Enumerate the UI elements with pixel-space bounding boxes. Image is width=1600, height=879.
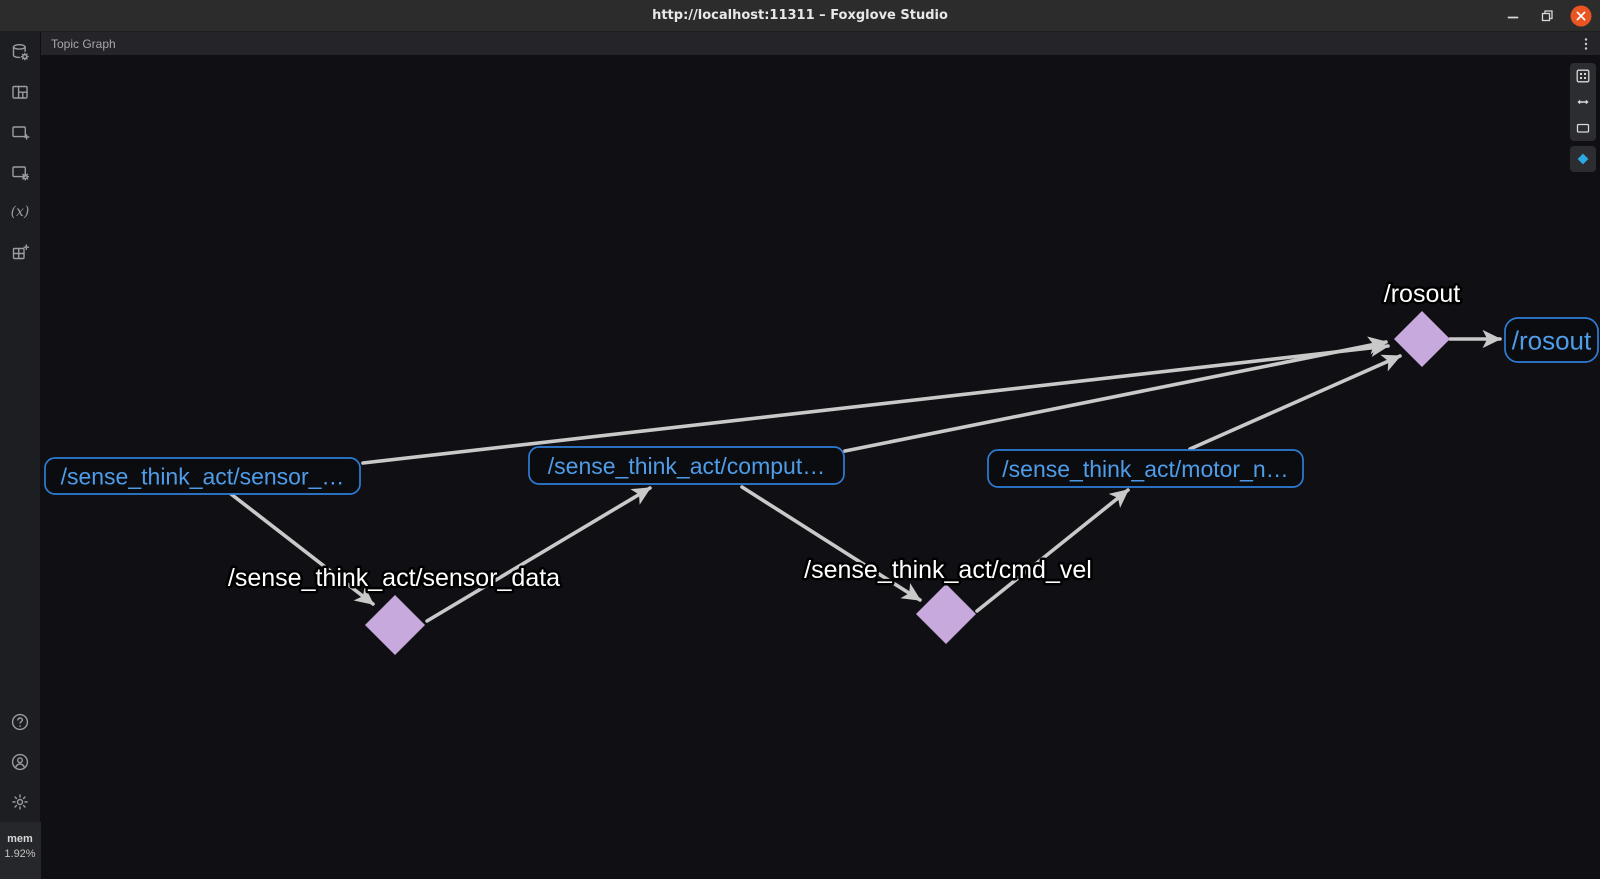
help-icon: [11, 713, 29, 731]
restore-button[interactable]: [1536, 5, 1558, 27]
topic-label-cmd-vel: /sense_think_act/cmd_vel: [804, 556, 1092, 584]
close-icon: [1570, 5, 1592, 26]
orientation-button[interactable]: [1570, 89, 1596, 115]
node-motor-node[interactable]: [987, 449, 1304, 488]
add-panel-icon: [12, 126, 30, 140]
graph-toolbar: [1570, 63, 1596, 172]
topic-graph-canvas[interactable]: /sense_think_act/sensor_data/sense_think…: [41, 55, 1600, 879]
node-compute-node[interactable]: [528, 446, 845, 485]
topic-diamond-cmd-vel[interactable]: [916, 584, 976, 644]
extensions-button[interactable]: [0, 232, 41, 272]
topic-diamond-icon: [1577, 153, 1589, 165]
topic-graph-svg: /sense_think_act/sensor_data/sense_think…: [44, 278, 1599, 655]
add-panel-button[interactable]: [0, 112, 41, 152]
account-button[interactable]: [0, 742, 41, 782]
minimize-button[interactable]: [1502, 5, 1524, 27]
data-source-button[interactable]: [0, 32, 41, 72]
topic-diamond-rosout-topic[interactable]: [1394, 311, 1450, 367]
panel-menu-button[interactable]: [1578, 35, 1594, 53]
left-sidebar: (x): [0, 32, 41, 879]
edge-motor-node-to-rosout-topic: [1188, 354, 1402, 451]
node-label-rosout-node: /rosout: [1512, 325, 1592, 355]
edge-sensor-data-to-compute-node: [425, 486, 652, 623]
show-topics-button[interactable]: [1570, 146, 1596, 172]
kebab-menu-icon: [1584, 37, 1588, 50]
graph-toolbar-group: [1570, 63, 1596, 141]
variables-icon: (x): [10, 204, 30, 220]
left-right-arrow-icon: [1577, 99, 1589, 105]
node-label-motor-node: /sense_think_act/motor_n…: [1002, 456, 1288, 482]
panel-title: Topic Graph: [51, 36, 116, 51]
settings-button[interactable]: [0, 782, 41, 822]
node-sensor-node[interactable]: [44, 457, 361, 495]
minimize-icon: [1507, 16, 1519, 18]
window-titlebar[interactable]: http://localhost:11311 – Foxglove Studio: [0, 0, 1600, 32]
panel-settings-button[interactable]: [0, 152, 41, 192]
variables-button[interactable]: (x): [0, 192, 41, 232]
window-controls: [1502, 5, 1600, 27]
panel-header[interactable]: Topic Graph: [41, 32, 1600, 55]
account-icon: [11, 753, 29, 771]
window-title: http://localhost:11311 – Foxglove Studio: [652, 8, 948, 23]
zoom-fit-button[interactable]: [1570, 63, 1596, 89]
node-label-compute-node: /sense_think_act/comput…: [548, 453, 825, 479]
memory-value: 1.92%: [4, 848, 36, 860]
show-services-button[interactable]: [1570, 115, 1596, 141]
edge-compute-node-to-cmd-vel: [740, 485, 922, 602]
edge-compute-node-to-rosout-topic: [843, 336, 1388, 453]
topic-label-rosout-topic: /rosout: [1384, 280, 1460, 308]
topic-diamond-sensor-data[interactable]: [365, 595, 425, 655]
edge-cmd-vel-to-motor-node: [975, 488, 1130, 613]
extensions-icon: [12, 244, 30, 260]
panel-settings-icon: [12, 166, 30, 181]
settings-gear-icon: [12, 794, 28, 810]
help-button[interactable]: [0, 702, 41, 742]
layouts-button[interactable]: [0, 72, 41, 112]
edge-sensor-node-to-sensor-data: [229, 492, 375, 606]
edge-sensor-node-to-rosout-topic: [361, 338, 1390, 465]
memory-label: mem: [7, 833, 33, 845]
rectangle-icon: [1576, 123, 1590, 133]
memory-indicator: mem 1.92%: [0, 822, 41, 879]
topic-label-sensor-data: /sense_think_act/sensor_data: [228, 564, 560, 592]
node-rosout-node[interactable]: [1504, 317, 1599, 363]
close-button[interactable]: [1570, 5, 1592, 27]
zoom-fit-icon: [1576, 69, 1590, 83]
data-source-icon: [12, 44, 29, 61]
restore-icon: [1541, 9, 1553, 21]
node-label-sensor-node: /sense_think_act/sensor_…: [61, 463, 345, 489]
layouts-icon: [12, 85, 28, 99]
